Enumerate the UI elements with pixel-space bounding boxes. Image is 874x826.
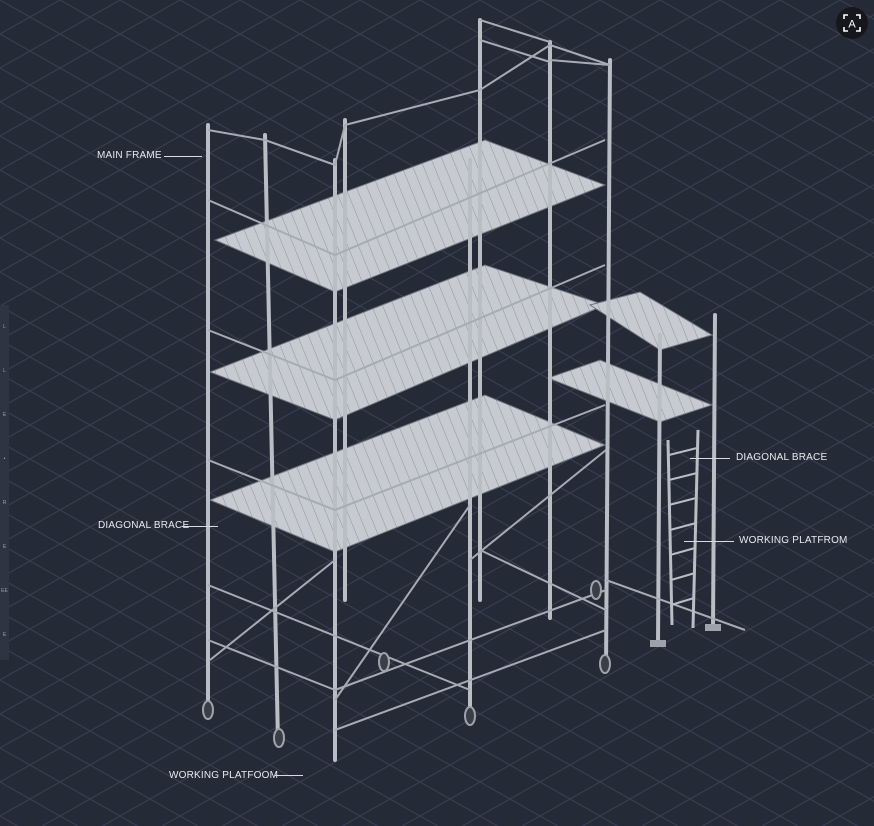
caster-wheel — [599, 654, 611, 674]
toolbar-item[interactable]: E — [2, 632, 7, 638]
label-diagonal-brace-left: DIAGONAL BRACE — [98, 520, 190, 531]
toolbar-item[interactable]: L — [3, 324, 6, 330]
toolbar-item[interactable]: E — [2, 544, 7, 550]
caster-wheel — [202, 700, 214, 720]
text-recognition-icon: A — [843, 14, 861, 32]
toolbar-item[interactable]: EE — [1, 588, 8, 594]
platform-side-lower — [546, 359, 714, 423]
poles — [206, 18, 717, 762]
ladder — [666, 429, 700, 629]
casters — [202, 580, 721, 748]
platform-side-upper — [588, 291, 714, 351]
label-working-platform-right: WORKING PLATFROM — [739, 535, 848, 546]
text-recognition-button[interactable]: A — [836, 7, 868, 39]
rails-and-braces — [207, 19, 746, 731]
leader-diagonal-brace-left — [182, 526, 218, 527]
caster-wheel — [273, 728, 285, 748]
label-main-frame: MAIN FRAME — [97, 150, 162, 161]
caster-wheel — [464, 706, 476, 726]
base-plate — [650, 640, 666, 647]
caster-wheel — [590, 580, 602, 600]
leader-working-platform-bottom — [275, 775, 303, 776]
left-side-toolbar[interactable]: L L E • R E EE E — [0, 305, 9, 660]
toolbar-item[interactable]: R — [2, 500, 7, 506]
platform-top — [213, 139, 607, 293]
leader-main-frame — [164, 156, 202, 157]
svg-text:A: A — [848, 19, 856, 31]
caster-wheel — [378, 652, 390, 672]
label-working-platform-bottom: WORKING PLATFOOM — [169, 770, 279, 781]
toolbar-item[interactable]: L — [3, 368, 6, 374]
leader-diagonal-brace-right — [690, 458, 730, 459]
toolbar-item[interactable]: • — [3, 456, 6, 462]
platform-lower — [208, 394, 607, 553]
base-plate — [705, 624, 721, 631]
platforms — [208, 139, 714, 553]
leader-working-platform-right — [684, 541, 734, 542]
toolbar-item[interactable]: E — [2, 412, 7, 418]
label-diagonal-brace-right: DIAGONAL BRACE — [736, 452, 828, 463]
